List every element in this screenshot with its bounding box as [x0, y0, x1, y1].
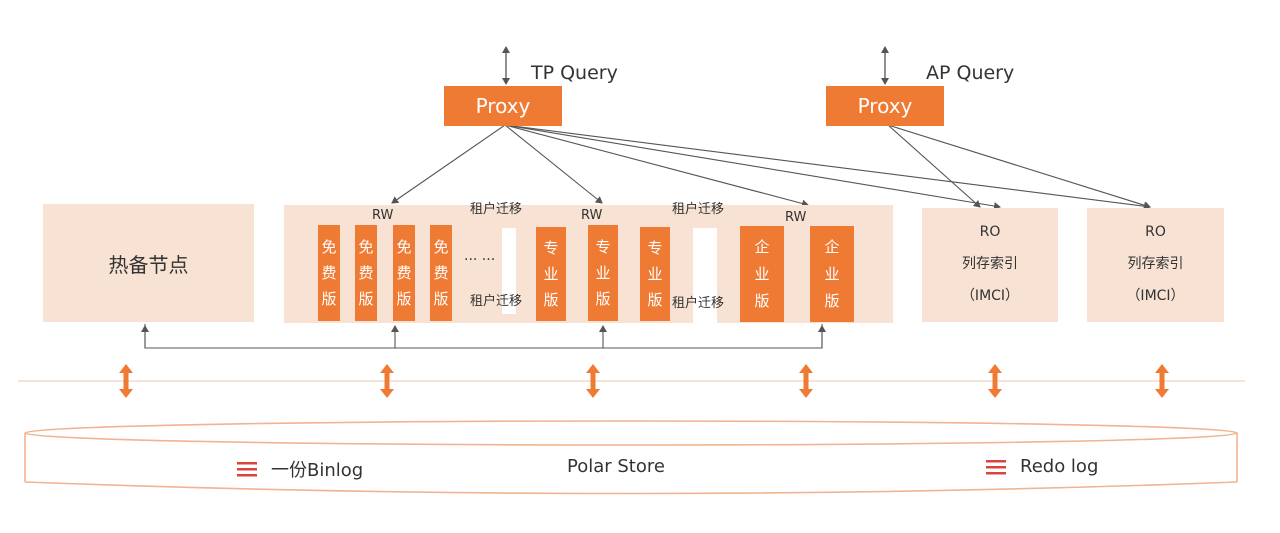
free-tier-tile[interactable]: 免费版 — [318, 225, 340, 321]
hot-standby-node[interactable]: 热备节点 — [43, 204, 254, 322]
rw-label: RW — [785, 210, 807, 225]
ro-imci-label: （IMCI） — [960, 288, 1020, 304]
tenant-migration-label: 租户迁移 — [470, 294, 523, 309]
ro-label: RO — [979, 224, 1001, 240]
cluster-gap — [502, 228, 516, 314]
tp-to-rw3 — [504, 124, 809, 208]
pro-tier-tile[interactable]: 专业版 — [640, 227, 670, 321]
ro-label: RO — [1145, 224, 1166, 240]
tenant-migration-label: 租户迁移 — [470, 202, 523, 217]
tenant-migration-label: 租户迁移 — [672, 296, 725, 311]
ro-columnar-index-label: 列存索引 — [962, 256, 1018, 272]
rw-label: RW — [581, 208, 603, 223]
replication-line — [144, 324, 823, 349]
ro-imci-label: （IMCI） — [1126, 288, 1185, 304]
free-tier-tile[interactable]: 免费版 — [355, 225, 377, 321]
enterprise-tier-tile[interactable]: 企业版 — [740, 226, 784, 322]
tp-to-ro2 — [504, 124, 1151, 211]
ap-to-ro1 — [887, 124, 981, 208]
pro-tier-tile[interactable]: 专业版 — [588, 225, 618, 321]
polar-store-label: Polar Store — [567, 456, 665, 477]
ellipsis: ··· ··· — [464, 252, 496, 268]
ap-proxy[interactable]: Proxy — [826, 86, 944, 126]
free-tier-tile[interactable]: 免费版 — [393, 225, 415, 321]
menu-lines-icon — [986, 459, 1006, 474]
menu-lines-icon — [237, 462, 257, 477]
tp-to-rw2 — [504, 124, 603, 204]
free-tier-tile[interactable]: 免费版 — [430, 225, 452, 321]
ro-node[interactable]: RO 列存索引 （IMCI） — [1087, 208, 1224, 322]
tp-to-rw1 — [391, 124, 506, 204]
ap-query-label: AP Query — [926, 62, 1015, 84]
tenant-migration-label: 租户迁移 — [672, 202, 725, 217]
hot-standby-label: 热备节点 — [108, 252, 189, 277]
binlog-label: 一份Binlog — [271, 460, 364, 481]
pro-tier-tile[interactable]: 专业版 — [536, 227, 566, 321]
bidirectional-arrow-icon — [119, 364, 1169, 398]
tp-to-ro1 — [504, 124, 1001, 210]
cluster-gap — [693, 228, 717, 326]
rw-label: RW — [372, 208, 394, 223]
ro-columnar-index-label: 列存索引 — [1127, 256, 1184, 272]
redo-log-label: Redo log — [1020, 456, 1099, 477]
polar-store-cylinder — [24, 420, 1238, 495]
tp-proxy[interactable]: Proxy — [444, 86, 562, 126]
enterprise-tier-tile[interactable]: 企业版 — [810, 226, 854, 322]
tp-query-label: TP Query — [531, 62, 618, 84]
binlog-item: 一份Binlog — [237, 456, 363, 482]
ap-to-ro2 — [887, 124, 1151, 210]
redo-log-item: Redo log — [986, 456, 1098, 477]
ro-node[interactable]: RO 列存索引 （IMCI） — [922, 208, 1058, 322]
